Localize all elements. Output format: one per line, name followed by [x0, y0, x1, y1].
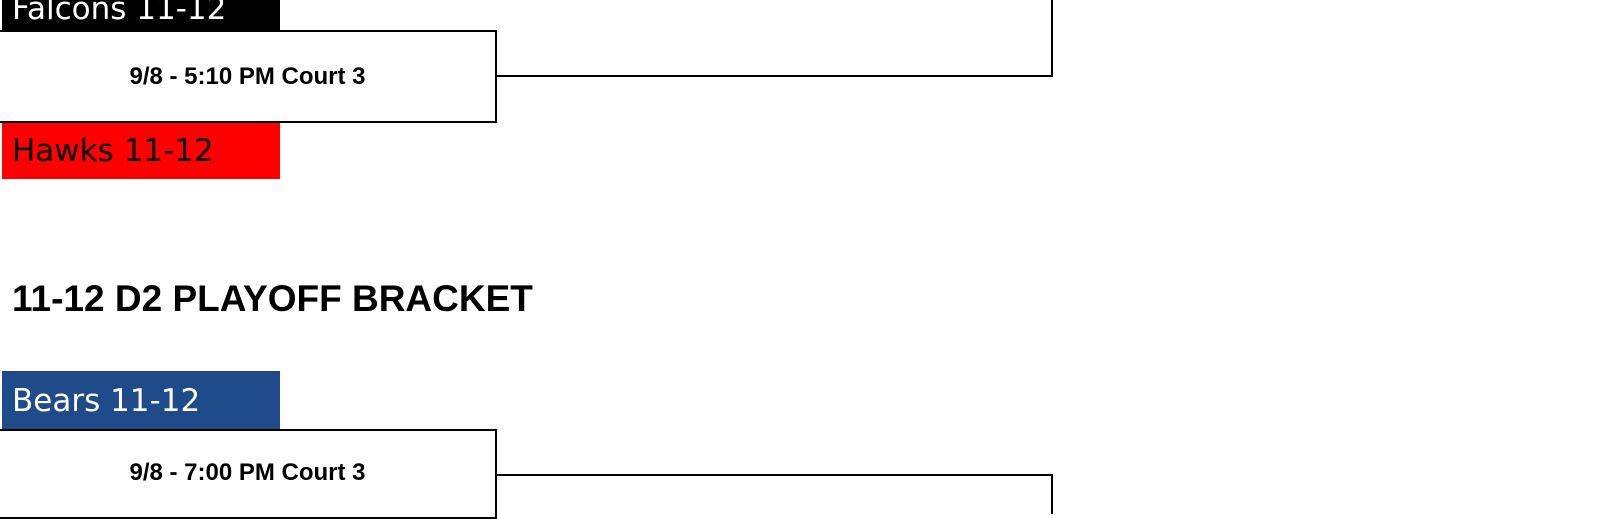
bracket-connector-vertical: [1051, 474, 1053, 514]
team-hawks: Hawks 11-12: [2, 123, 280, 179]
match-time-court: 9/8 - 5:10 PM Court 3: [129, 62, 366, 90]
match-box-falcons-hawks: 9/8 - 5:10 PM Court 3: [0, 30, 497, 123]
match-time-court: 9/8 - 7:00 PM Court 3: [129, 459, 366, 486]
team-name: Hawks 11-12: [12, 133, 214, 169]
bracket-title: 11-12 D2 PLAYOFF BRACKET: [12, 278, 533, 319]
team-name: Bears 11-12: [12, 382, 201, 419]
team-falcons: Falcons 11-12: [2, 0, 280, 30]
team-name: Falcons 11-12: [12, 0, 227, 27]
bracket-connector-line: [497, 75, 1053, 77]
team-bears: Bears 11-12: [2, 371, 280, 430]
bracket-connector-vertical: [1051, 0, 1053, 77]
bracket-connector-line: [497, 474, 1053, 476]
match-box-bears: 9/8 - 7:00 PM Court 3: [0, 429, 497, 519]
